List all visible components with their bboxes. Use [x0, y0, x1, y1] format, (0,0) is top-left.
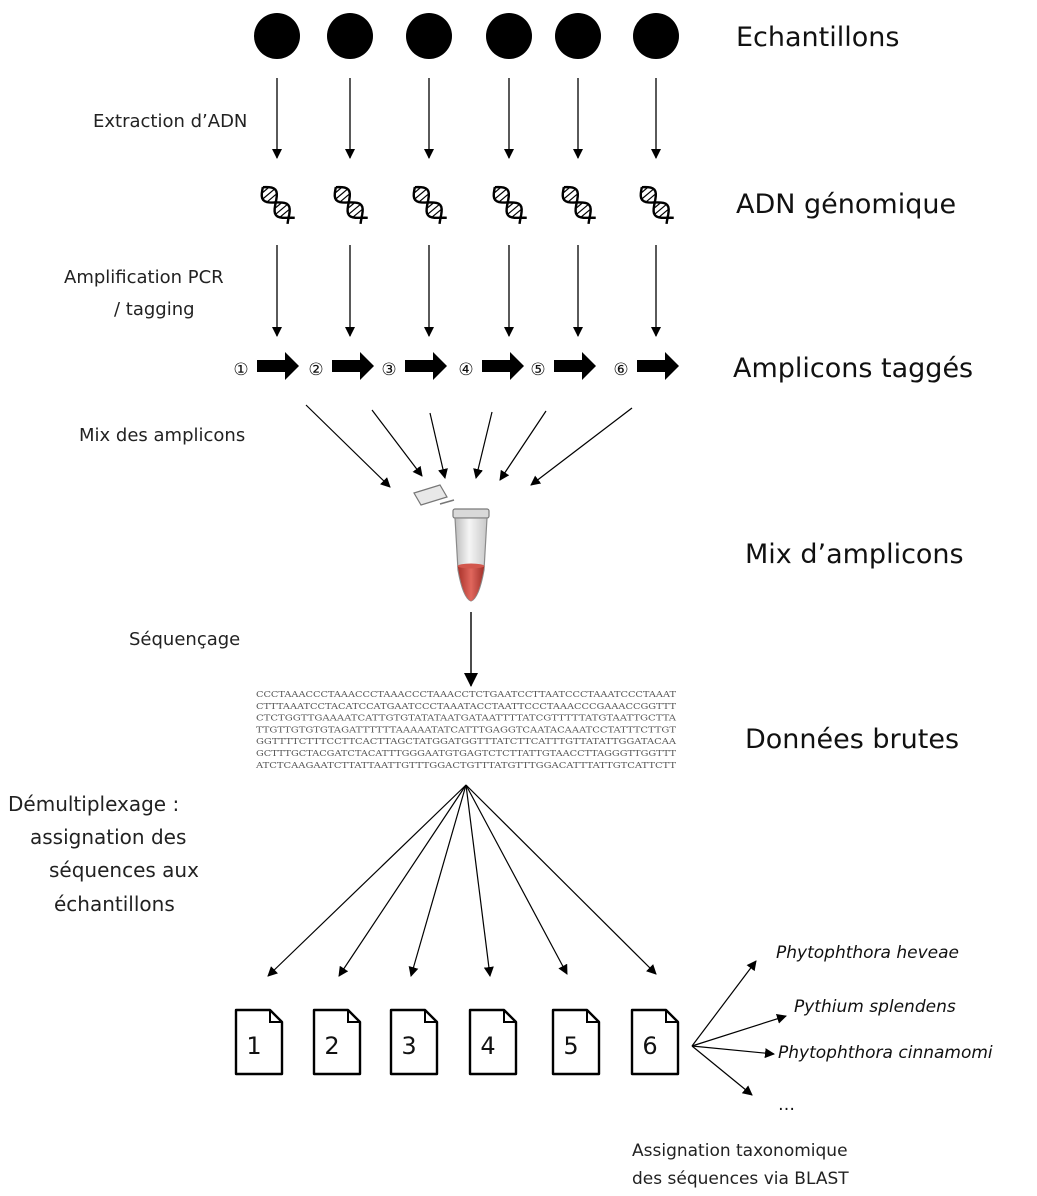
- step-label-demux-line4: échantillons: [54, 892, 175, 916]
- species-arrow: [691, 1013, 787, 1047]
- sequence-line: CCCTAAACCCTAAACCCTAAACCCTAAACCTCTGAATCCT…: [256, 689, 676, 699]
- tag-number: ⑥: [613, 360, 628, 380]
- tag-number: ②: [308, 360, 323, 380]
- file-number: 6: [642, 1032, 657, 1060]
- demux-arrow: [267, 784, 467, 977]
- document-icon: 2: [312, 1008, 362, 1076]
- step-label-extraction: Extraction d’ADN: [93, 111, 247, 132]
- tube-icon: [413, 484, 490, 602]
- mix-arrow: [429, 412, 448, 479]
- species-name: Phytophthora cinnamomi: [778, 1043, 993, 1063]
- step-label-blast-line1: Assignation taxonomique: [632, 1141, 848, 1161]
- tag-number: ①: [233, 360, 248, 380]
- sequence-line: CTTTAAATCCTACATCCATGAATCCCTAAATACCTAATTC…: [256, 701, 676, 711]
- stage-label-raw-data: Données brutes: [745, 724, 959, 755]
- sample-dot: [406, 13, 452, 59]
- dna-icon: [492, 185, 527, 225]
- sample-dot: [486, 13, 532, 59]
- tag-number: ③: [381, 360, 396, 380]
- file-number: 5: [563, 1032, 578, 1060]
- species-arrow: [691, 1045, 753, 1096]
- step-label-sequencing: Séquençage: [129, 629, 240, 650]
- amplicon-arrow: [482, 352, 524, 380]
- species-arrows: [691, 960, 787, 1096]
- step-label-demux-line1: Démultiplexage :: [8, 792, 179, 816]
- dna-icon: [260, 185, 295, 225]
- sequence-line: TTGTTGTGTGTAGATTTTTTAAAAATATCATTTGAGGTCA…: [256, 724, 676, 734]
- file-number: 2: [324, 1032, 339, 1060]
- amplicon-arrow: [405, 352, 447, 380]
- dna-icon: [561, 185, 596, 225]
- file-number: 1: [246, 1032, 261, 1060]
- file-row: 1 2 3 4 5 6: [234, 1008, 680, 1076]
- sample-dot: [254, 13, 300, 59]
- amplicon-arrow: [257, 352, 299, 380]
- file-number: 4: [480, 1032, 495, 1060]
- dna-icon: [639, 185, 674, 225]
- dna-icon: [412, 185, 447, 225]
- pcr-arrows: [272, 245, 661, 337]
- step-label-mix: Mix des amplicons: [79, 425, 245, 446]
- mix-arrow: [371, 409, 423, 477]
- amplicon-arrow: [332, 352, 374, 380]
- species-name: …: [778, 1095, 795, 1115]
- file-number: 3: [401, 1032, 416, 1060]
- species-arrow: [691, 1045, 775, 1059]
- document-icon: 4: [468, 1008, 518, 1076]
- tagged-amplicon-row: ① ② ③ ④ ⑤ ⑥: [233, 352, 679, 380]
- step-label-pcr-line2: / tagging: [114, 299, 195, 320]
- demux-arrow: [338, 784, 467, 977]
- sample-dot: [327, 13, 373, 59]
- tag-number: ⑤: [530, 360, 545, 380]
- amplicon-arrow: [637, 352, 679, 380]
- document-icon: 5: [551, 1008, 601, 1076]
- sample-dot: [555, 13, 601, 59]
- sequence-line: GGTTTTCTTTCCTTCACTTAGCTATGGATGGTTTATCTTC…: [256, 736, 677, 746]
- sequence-line: CTCTGGTTGAAAATCATTGTGTATATAATGATAATTTTAT…: [256, 713, 677, 723]
- species-name: Phytophthora heveae: [776, 943, 959, 963]
- stage-label-tagged-amplicons: Amplicons taggés: [733, 353, 973, 384]
- sequence-line: GCTTTGCTACGATCTACATTTGGGAATGTGAGTCTCTTAT…: [256, 748, 676, 758]
- step-label-demux-line2: assignation des: [30, 825, 186, 849]
- amplicon-arrow: [554, 352, 596, 380]
- step-label-pcr-line1: Amplification PCR: [64, 267, 224, 288]
- demux-arrow: [408, 784, 467, 977]
- mix-arrow: [473, 411, 493, 479]
- stage-label-amplicon-mix: Mix d’amplicons: [745, 539, 964, 570]
- sample-row: [254, 13, 679, 59]
- sample-dot: [633, 13, 679, 59]
- demux-arrow: [465, 784, 568, 975]
- tag-number: ④: [458, 360, 473, 380]
- extraction-arrows: [272, 78, 661, 159]
- demux-arrow: [465, 784, 657, 975]
- species-arrow: [691, 960, 757, 1047]
- mix-arrow: [499, 410, 547, 481]
- mix-arrow: [305, 404, 391, 488]
- demux-arrows: [267, 784, 657, 977]
- stage-label-genomic-dna: ADN génomique: [736, 189, 956, 220]
- mix-arrow: [530, 407, 633, 486]
- dna-icon: [333, 185, 368, 225]
- document-icon: 3: [389, 1008, 439, 1076]
- sequence-line: ATCTCAAGAATCTTATTAATTGTTTGGACTGTTTATGTTT…: [255, 760, 677, 770]
- demux-arrow: [465, 784, 494, 977]
- step-label-blast-line2: des séquences via BLAST: [632, 1169, 849, 1189]
- mix-arrows: [305, 404, 633, 488]
- dna-row: [260, 185, 674, 225]
- stage-label-samples: Echantillons: [736, 22, 899, 53]
- raw-sequence-block: CCCTAAACCCTAAACCCTAAACCCTAAACCTCTGAATCCT…: [255, 689, 677, 770]
- step-label-demux-line3: séquences aux: [49, 858, 199, 882]
- species-name: Pythium splendens: [794, 997, 956, 1017]
- document-icon: 6: [630, 1008, 680, 1076]
- document-icon: 1: [234, 1008, 284, 1076]
